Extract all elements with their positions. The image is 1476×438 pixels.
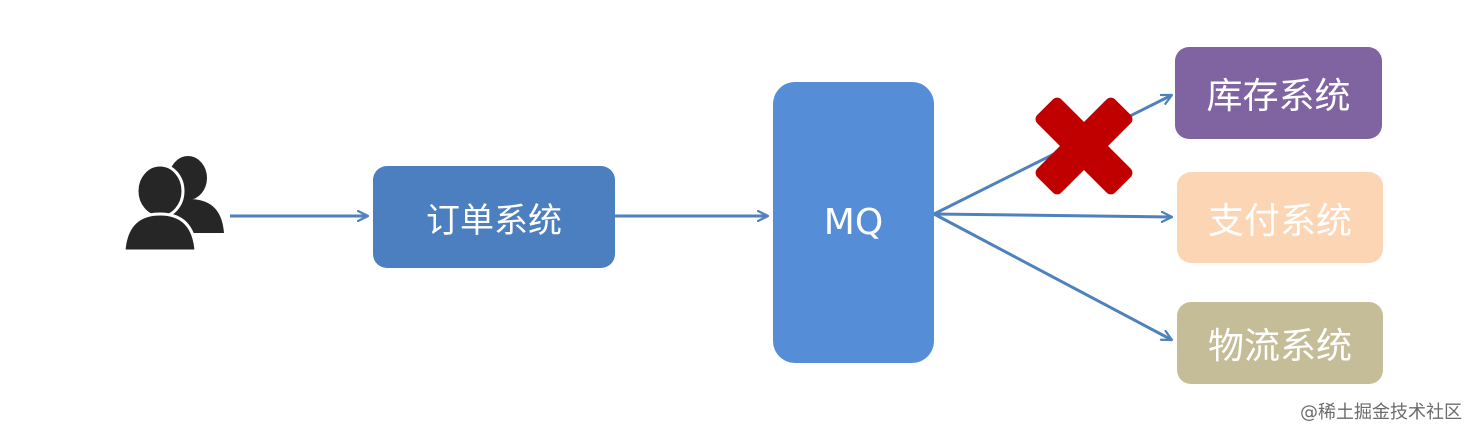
users-icon: [122, 156, 224, 253]
payment-system-node: 支付系统: [1177, 172, 1383, 263]
arrow-mq-to-payment: [933, 214, 1172, 217]
watermark: @稀土掘金技术社区: [1300, 402, 1462, 423]
arrow-mq-to-logistics: [933, 212, 1172, 342]
mq-label: MQ: [823, 202, 884, 243]
order-system-label: 订单系统: [426, 200, 562, 241]
inventory-system-label: 库存系统: [1206, 76, 1351, 117]
order-system-node: 订单系统: [373, 166, 615, 268]
payment-system-label: 支付系统: [1207, 200, 1352, 242]
logistics-system-label: 物流系统: [1207, 326, 1352, 367]
logistics-system-node: 物流系统: [1177, 302, 1383, 384]
inventory-system-node: 库存系统: [1175, 47, 1382, 139]
cross-icon: [1035, 97, 1133, 195]
mq-node: MQ: [773, 82, 934, 363]
